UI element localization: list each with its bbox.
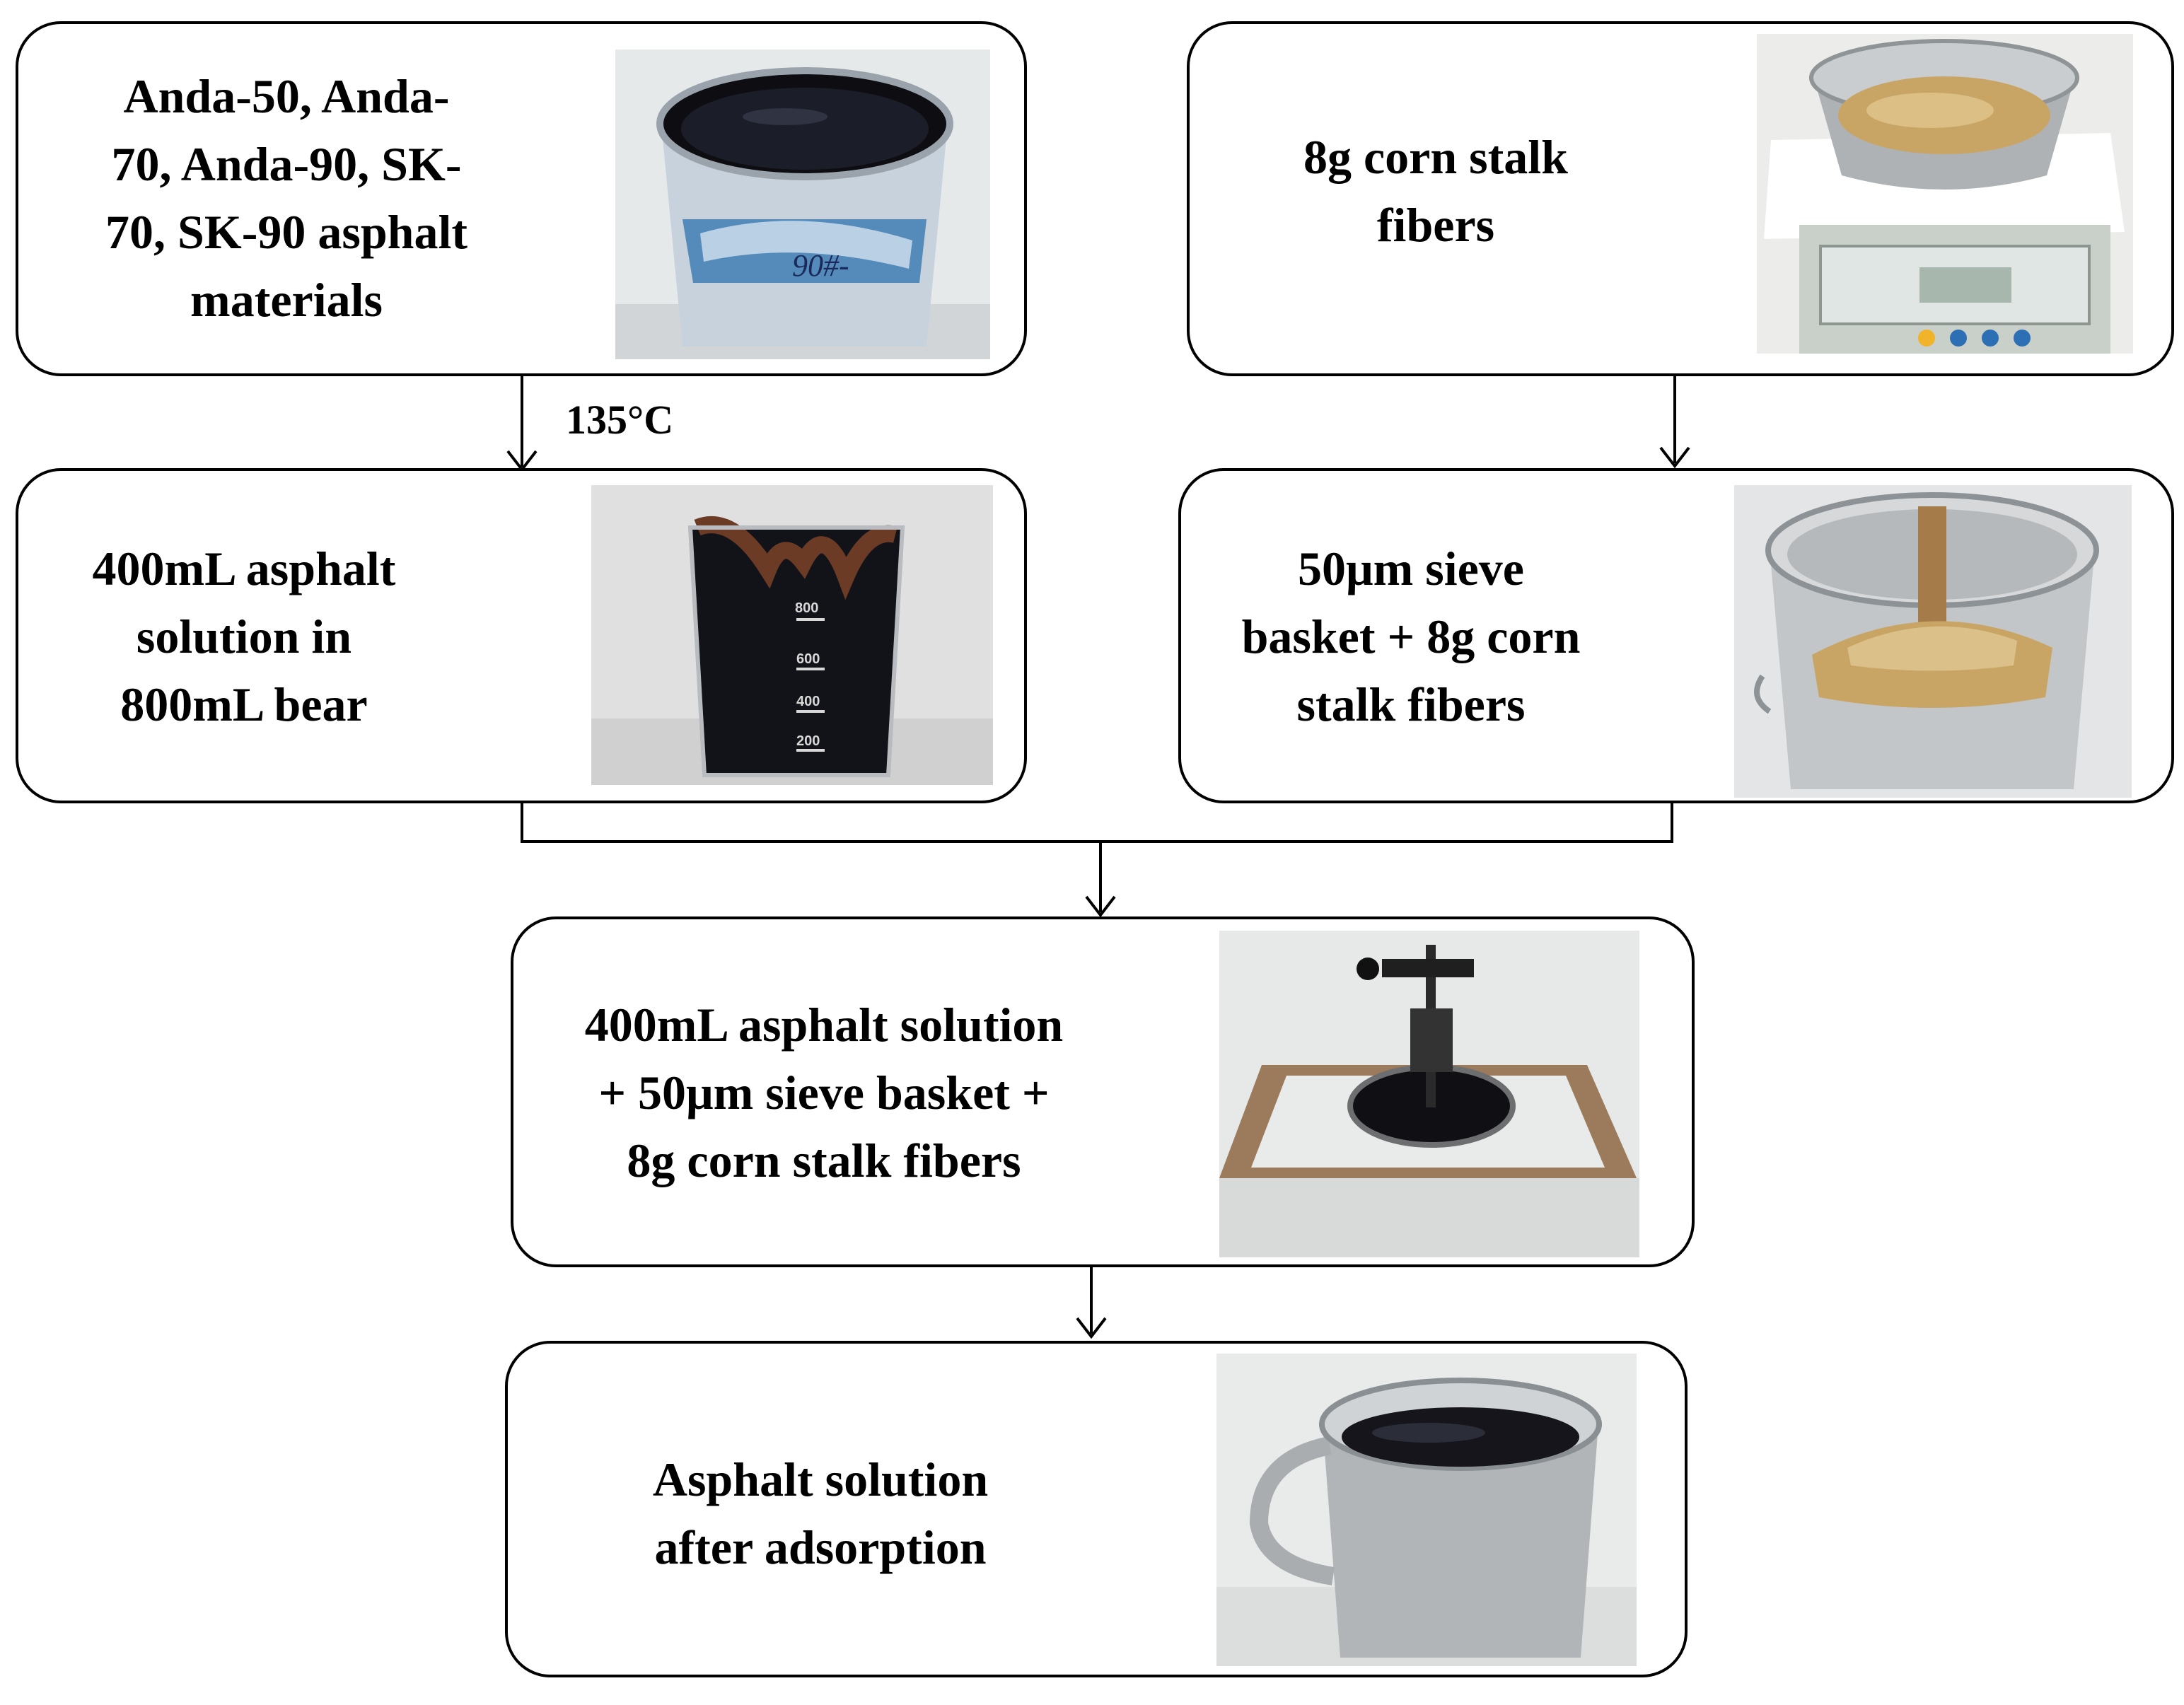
arrow-head-2 [1659, 446, 1690, 469]
beaker-mark-200: 200 [796, 733, 820, 749]
sieve-basket-label: 50μm sieve basket + 8g corn stalk fibers [1241, 542, 1581, 731]
metal-cup-photo [1216, 1354, 1637, 1666]
after-adsorption-label: Asphalt solution after adsorption [652, 1453, 989, 1574]
scale-bowl-fibers-photo [1757, 34, 2133, 354]
temperature-label: 135°C [566, 397, 674, 443]
asphalt-bucket-photo: 90#- [615, 50, 990, 359]
sieve-basket-photo [1734, 485, 2132, 798]
asphalt-solution-label: 400mL asphalt solution in 800mL bear [92, 542, 396, 731]
beaker-mark-600: 600 [796, 651, 820, 667]
beaker-mark-800: 800 [795, 600, 818, 616]
beaker-mark-400: 400 [796, 694, 820, 709]
beaker-asphalt-photo: 800 600 400 200 [591, 485, 993, 785]
arrow-head-3 [1085, 895, 1116, 918]
combined-label: 400mL asphalt solution + 50μm sieve bask… [584, 998, 1064, 1187]
asphalt-materials-label: Anda-50, Anda- 70, Anda-90, SK- 70, SK-9… [105, 69, 467, 327]
merge-connector [521, 803, 1673, 843]
heating-apparatus-photo [1219, 931, 1639, 1257]
corn-fibers-label: 8g corn stalk fibers [1303, 130, 1568, 252]
bucket-scrawl: 90#- [792, 248, 849, 283]
arrow-head-4 [1076, 1317, 1107, 1339]
